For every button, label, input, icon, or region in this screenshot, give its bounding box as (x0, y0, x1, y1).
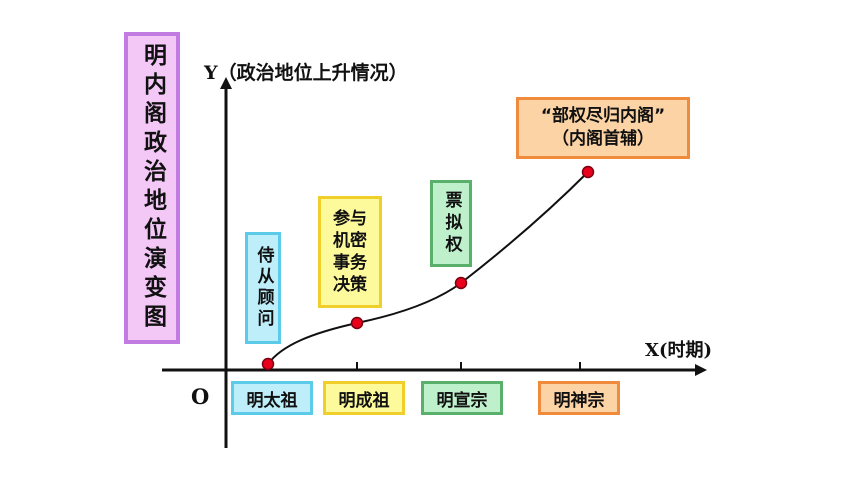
origin-label: O (191, 384, 210, 409)
period-ming-chengzu: 明成祖 (323, 381, 405, 415)
stage-box-1: 侍从顾问 (245, 232, 281, 344)
point-ming-chengzu (350, 316, 364, 330)
point-ming-shenzong (581, 165, 595, 179)
x-axis-label: X(时期) (645, 340, 712, 361)
y-axis-label: Y（政治地位上升情况） (204, 62, 408, 84)
period-ming-taizu: 明太祖 (231, 381, 313, 415)
period-ming-xuanzong: 明宣宗 (421, 381, 503, 415)
point-ming-xuanzong (454, 276, 468, 290)
trend-curve (267, 171, 589, 365)
stage-box-3: 票拟权 (430, 180, 472, 267)
diagram-title: 明内阁政治地位演变图 (124, 32, 180, 344)
point-ming-taizu (261, 357, 275, 371)
stage-box-2: 参与 机密 事务 决策 (318, 196, 382, 308)
period-ming-shenzong: 明神宗 (538, 381, 620, 415)
stage-box-4: “部权尽归内阁” （内阁首辅） (516, 97, 690, 159)
